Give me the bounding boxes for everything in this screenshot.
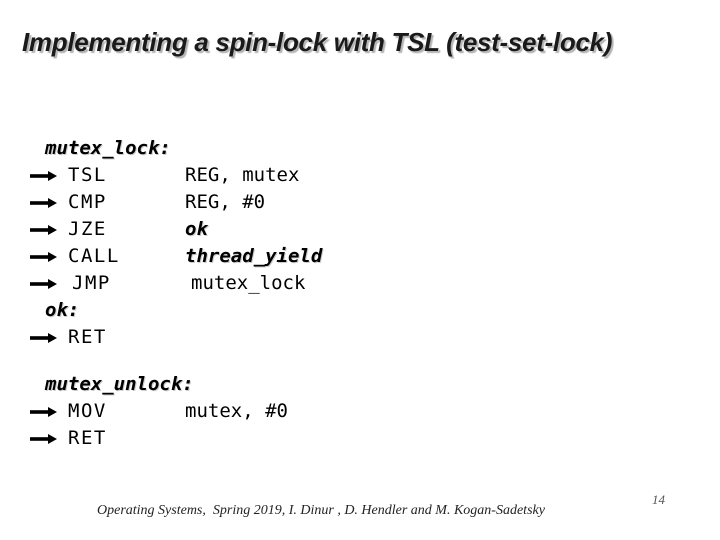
label-mutex-unlock: mutex_unlock: — [45, 373, 194, 395]
right-arrow-icon — [30, 252, 57, 262]
code-line: mutex_unlock: — [0, 372, 520, 399]
mutex-unlock-code-block: mutex_unlock: MOV mutex, #0 RET — [0, 372, 520, 453]
footer-credit: Operating Systems, Spring 2019, I. Dinur… — [97, 503, 545, 518]
code-line: MOV mutex, #0 — [0, 399, 520, 426]
code-line: JZE ok — [0, 217, 520, 244]
code-line: RET — [0, 426, 520, 453]
right-arrow-icon — [30, 225, 57, 235]
operand-cell: ok — [185, 218, 208, 240]
code-line: RET — [0, 325, 520, 352]
right-arrow-icon — [30, 434, 57, 444]
right-arrow-icon — [30, 407, 57, 417]
code-line: CMP REG, #0 — [0, 190, 520, 217]
code-line: JMP mutex_lock — [0, 271, 520, 298]
code-line: CALL thread_yield — [0, 244, 520, 271]
right-arrow-icon — [30, 171, 57, 181]
code-line: ok: — [0, 298, 520, 325]
opcode-cell: RET — [68, 326, 107, 348]
opcode-cell: JZE — [68, 218, 107, 240]
opcode-cell: MOV — [68, 400, 107, 422]
code-line: mutex_lock: — [0, 136, 520, 163]
operand-cell: REG, mutex — [185, 164, 300, 186]
page-number: 14 — [652, 492, 665, 507]
label-mutex-lock: mutex_lock: — [45, 137, 171, 159]
code-line: TSL REG, mutex — [0, 163, 520, 190]
mutex-lock-code-block: mutex_lock: TSL REG, mutex CMP REG, #0 J… — [0, 136, 520, 352]
right-arrow-icon — [30, 333, 57, 343]
right-arrow-icon — [30, 198, 57, 208]
opcode-cell: JMP — [72, 272, 111, 294]
operand-cell: thread_yield — [185, 245, 323, 267]
opcode-cell: RET — [68, 427, 107, 449]
page-title: Implementing a spin-lock with TSL (test-… — [22, 27, 613, 57]
label-ok: ok: — [45, 299, 80, 321]
opcode-cell: CMP — [68, 191, 107, 213]
right-arrow-icon — [30, 279, 57, 289]
operand-cell: mutex, #0 — [185, 400, 288, 422]
operand-cell: REG, #0 — [185, 191, 266, 213]
operand-cell: mutex_lock — [191, 272, 306, 294]
opcode-cell: TSL — [68, 164, 107, 186]
opcode-cell: CALL — [68, 245, 120, 267]
